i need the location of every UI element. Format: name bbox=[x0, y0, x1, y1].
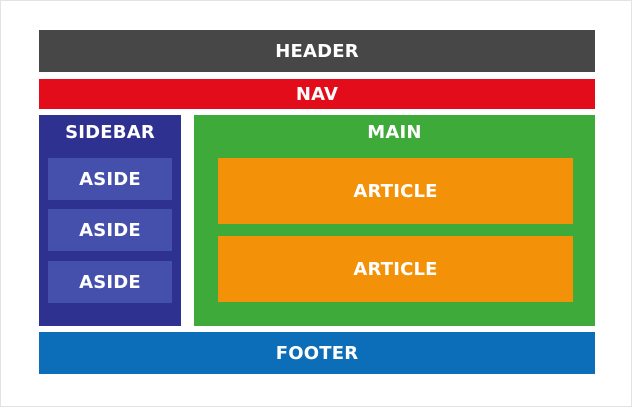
sidebar-title: SIDEBAR bbox=[65, 122, 155, 143]
aside-label: ASIDE bbox=[79, 271, 141, 293]
article-label: ARTICLE bbox=[353, 258, 438, 280]
aside-label: ASIDE bbox=[79, 168, 141, 190]
article-block: ARTICLE bbox=[218, 158, 573, 224]
footer-label: FOOTER bbox=[275, 342, 359, 364]
sidebar-block: SIDEBAR ASIDE ASIDE ASIDE bbox=[39, 115, 181, 326]
main-block: MAIN ARTICLE ARTICLE bbox=[194, 115, 595, 326]
article-label: ARTICLE bbox=[353, 180, 438, 202]
aside-block: ASIDE bbox=[48, 209, 172, 251]
aside-block: ASIDE bbox=[48, 261, 172, 303]
header-block: HEADER bbox=[39, 30, 595, 72]
aside-block: ASIDE bbox=[48, 158, 172, 200]
aside-label: ASIDE bbox=[79, 219, 141, 241]
article-block: ARTICLE bbox=[218, 236, 573, 302]
header-label: HEADER bbox=[275, 40, 359, 62]
nav-label: NAV bbox=[295, 83, 339, 105]
main-title: MAIN bbox=[367, 122, 422, 143]
nav-block: NAV bbox=[39, 79, 595, 109]
footer-block: FOOTER bbox=[39, 332, 595, 374]
